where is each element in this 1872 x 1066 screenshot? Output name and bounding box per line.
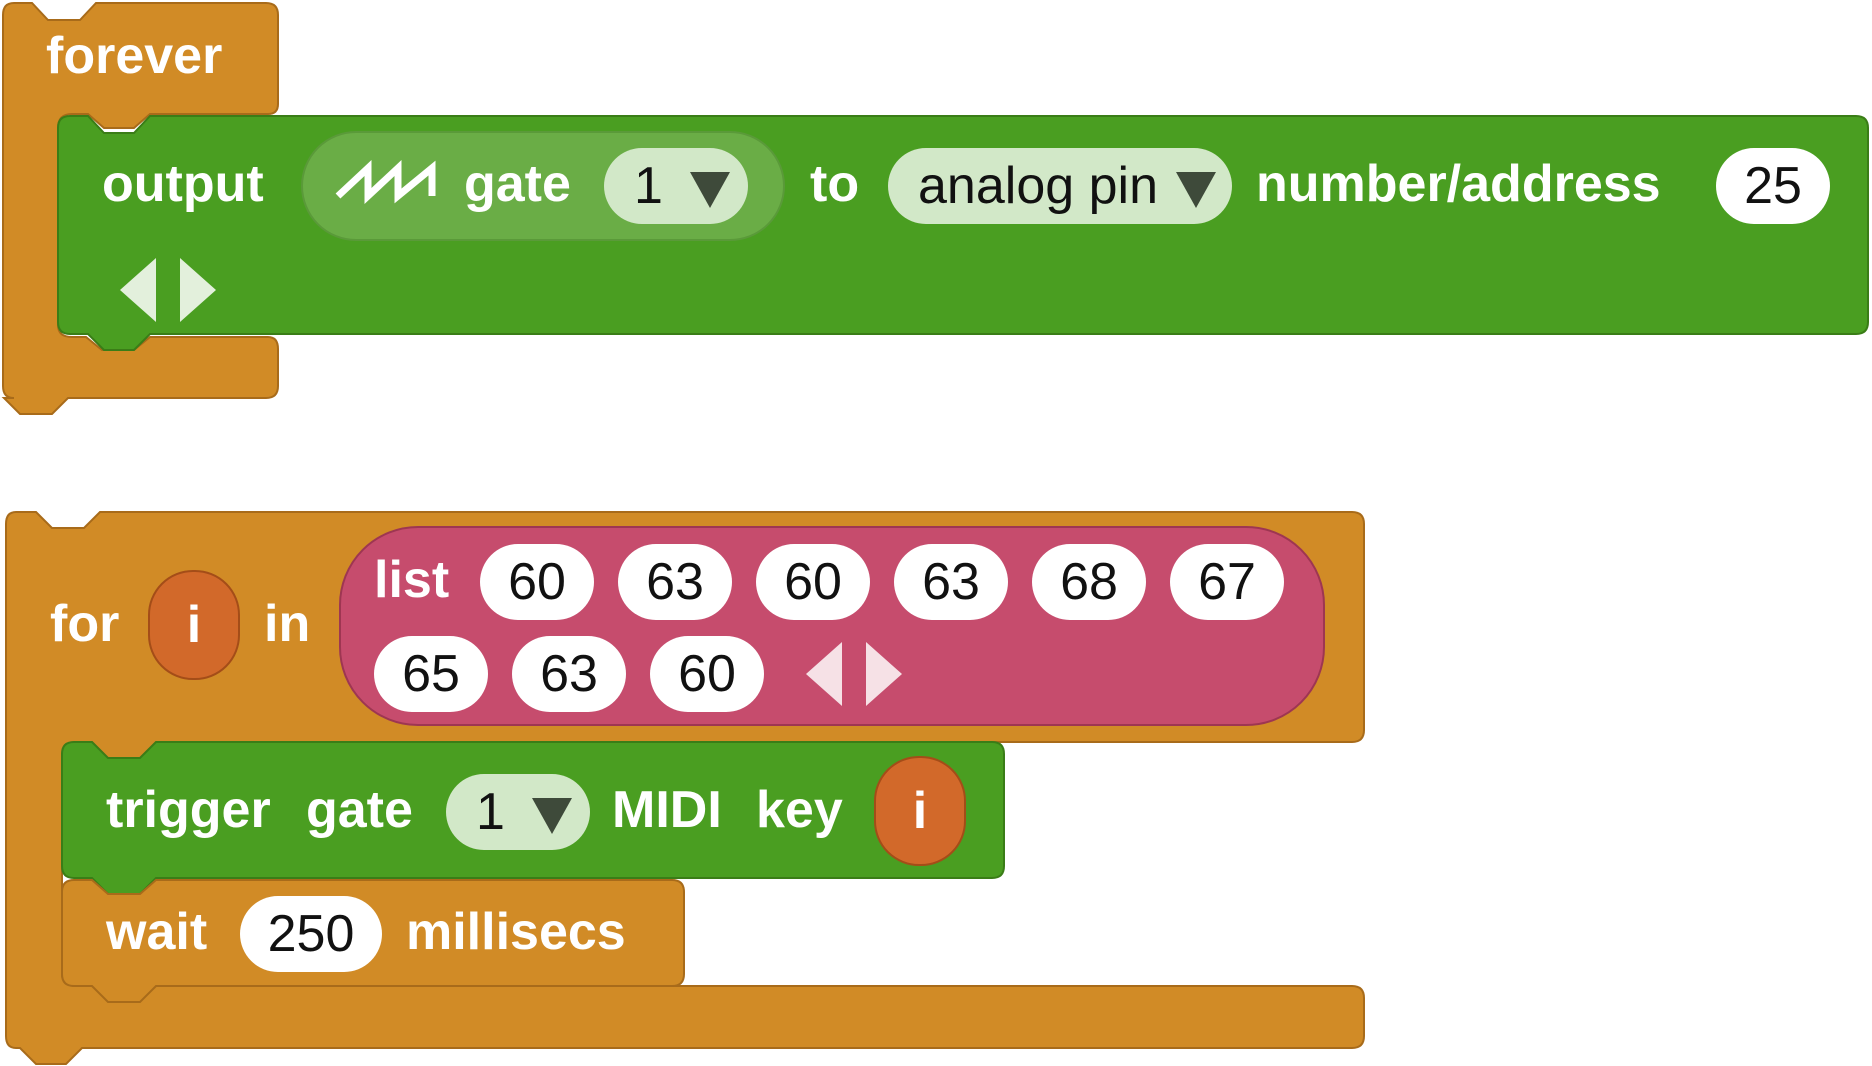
- list-label: list: [374, 551, 450, 609]
- sawtooth-wave-icon: [335, 159, 436, 205]
- wait-duration-input[interactable]: 250: [240, 896, 382, 972]
- number-address-input[interactable]: 25: [1716, 148, 1830, 224]
- gate-dropdown[interactable]: 1: [604, 148, 748, 224]
- list-item[interactable]: 60: [756, 544, 870, 620]
- number-address-label: number/address: [1256, 155, 1661, 213]
- midi-label: MIDI: [612, 781, 722, 839]
- for-label: for: [50, 595, 120, 653]
- list-item[interactable]: 60: [650, 636, 764, 712]
- list-item[interactable]: 68: [1032, 544, 1146, 620]
- collapse-arrow-icon[interactable]: [806, 642, 842, 706]
- chevron-down-icon: [690, 172, 730, 208]
- list-item[interactable]: 60: [480, 544, 594, 620]
- chevron-down-icon: [1176, 172, 1216, 208]
- millisecs-label: millisecs: [406, 903, 626, 961]
- trigger-gate-dropdown-value: 1: [476, 783, 505, 841]
- gate-reporter-label: gate: [464, 155, 571, 213]
- list-item[interactable]: 63: [618, 544, 732, 620]
- output-label: output: [102, 155, 264, 213]
- key-label: key: [756, 781, 843, 839]
- pin-dropdown-value: analog pin: [918, 157, 1158, 215]
- trigger-label: trigger: [106, 781, 271, 839]
- to-label: to: [810, 155, 860, 213]
- gate-label: gate: [306, 781, 413, 839]
- in-label: in: [264, 595, 311, 653]
- list-item[interactable]: 63: [894, 544, 1008, 620]
- list-item[interactable]: 65: [374, 636, 488, 712]
- forever-block-shape[interactable]: [1, 1, 279, 415]
- list-item[interactable]: 63: [512, 636, 626, 712]
- list-item[interactable]: 67: [1170, 544, 1284, 620]
- gate-dropdown-value: 1: [634, 157, 663, 215]
- collapse-arrow-icon[interactable]: [120, 258, 156, 322]
- chevron-down-icon: [532, 798, 572, 834]
- expand-arrow-icon[interactable]: [180, 258, 216, 322]
- loop-variable[interactable]: i: [148, 570, 240, 680]
- wait-label: wait: [106, 903, 208, 961]
- forever-label: forever: [46, 27, 223, 85]
- pin-dropdown[interactable]: analog pin: [888, 148, 1232, 224]
- key-variable[interactable]: i: [874, 756, 966, 866]
- expand-arrow-icon[interactable]: [866, 642, 902, 706]
